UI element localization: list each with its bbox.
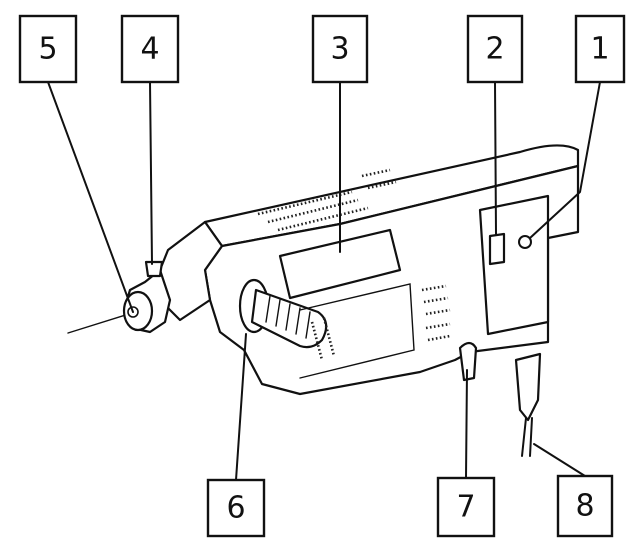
- leader-line-1: [529, 81, 601, 239]
- leader-lines: [47, 81, 601, 481]
- callout-4: 4: [120, 14, 180, 84]
- callout-label-4: 4: [140, 32, 159, 67]
- callout-8: 8: [556, 474, 614, 538]
- callout-label-5: 5: [38, 32, 57, 67]
- callout-label-2: 2: [485, 32, 504, 67]
- callout-label-8: 8: [575, 489, 594, 524]
- callout-label-1: 1: [590, 32, 609, 67]
- leader-line-5: [47, 81, 134, 313]
- callout-7: 7: [436, 476, 496, 538]
- callout-3: 3: [311, 14, 369, 84]
- drill-illustration: [67, 144, 580, 457]
- leader-line-6: [235, 333, 247, 481]
- callout-label-6: 6: [226, 491, 245, 526]
- leader-line-7: [465, 369, 468, 479]
- callout-2: 2: [466, 14, 524, 84]
- leader-line-2: [494, 81, 497, 235]
- leader-line-8: [533, 443, 586, 477]
- callout-1: 1: [574, 14, 626, 84]
- callout-6: 6: [206, 478, 266, 538]
- callout-label-7: 7: [456, 490, 475, 525]
- callout-5: 5: [18, 14, 78, 84]
- leader-line-4: [149, 81, 153, 265]
- callout-label-3: 3: [330, 32, 349, 67]
